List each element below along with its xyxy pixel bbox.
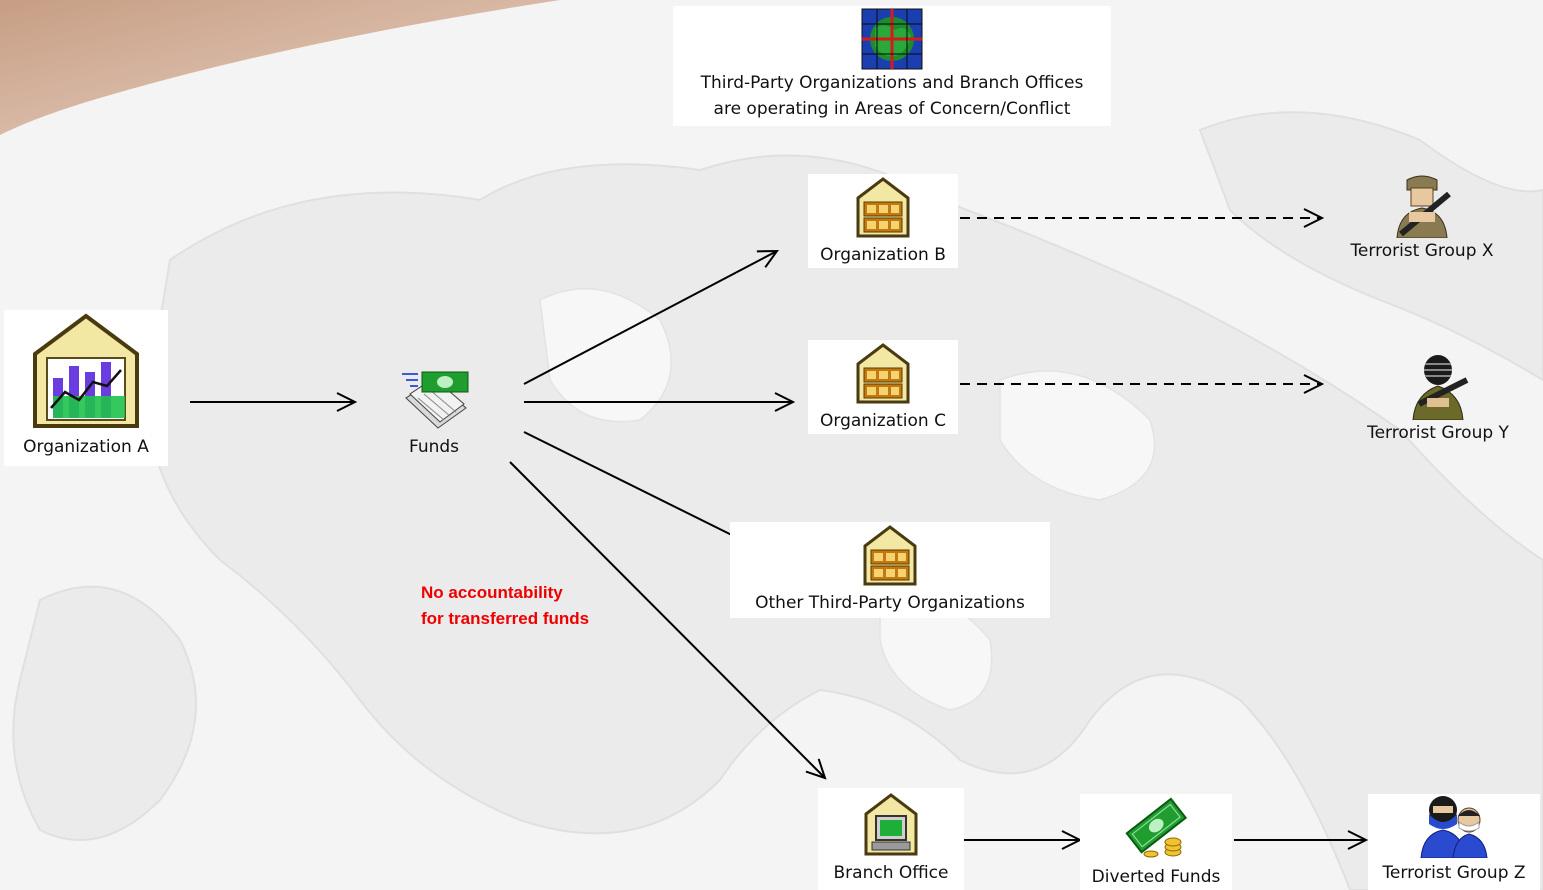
node-organization-b: Organization B xyxy=(808,174,958,268)
branch-office-label: Branch Office xyxy=(833,863,949,883)
arrow-funds-other xyxy=(523,431,762,550)
terrorist-group-z-label: Terrorist Group Z xyxy=(1382,863,1526,883)
node-organization-a: Organization A xyxy=(4,310,168,466)
area-of-concern-header: Third-Party Organizations and Branch Off… xyxy=(673,6,1111,126)
arrow-funds-orgb xyxy=(523,251,777,385)
node-other-third-party: Other Third-Party Organizations xyxy=(730,522,1050,618)
chart-building-icon xyxy=(33,313,139,428)
node-diverted-funds: Diverted Funds xyxy=(1080,794,1232,890)
organization-b-label: Organization B xyxy=(820,245,946,265)
diverted-funds-label: Diverted Funds xyxy=(1091,867,1221,887)
note-line-1: No accountability xyxy=(421,583,563,602)
terrorist-group-y-label: Terrorist Group Y xyxy=(1367,423,1509,443)
organization-c-label: Organization C xyxy=(820,411,946,431)
note-line-2: for transferred funds xyxy=(421,609,590,628)
other-third-party-label: Other Third-Party Organizations xyxy=(755,593,1025,613)
node-terrorist-group-y: Terrorist Group Y xyxy=(1348,354,1528,444)
funds-label: Funds xyxy=(408,437,460,457)
computer-building-icon xyxy=(864,793,918,856)
node-organization-c: Organization C xyxy=(808,340,958,434)
building-icon xyxy=(863,525,917,586)
node-terrorist-group-x: Terrorist Group X xyxy=(1332,172,1512,262)
building-icon xyxy=(856,177,910,238)
masked-gunman-icon xyxy=(1412,355,1469,420)
cash-coins-icon xyxy=(1125,797,1188,858)
masked-group-icon xyxy=(1420,796,1488,858)
node-branch-office: Branch Office xyxy=(818,788,964,890)
node-funds: Funds xyxy=(396,368,472,458)
armed-soldier-icon xyxy=(1396,175,1451,238)
building-icon xyxy=(856,343,910,404)
globe-grid-icon xyxy=(861,8,923,70)
arrow-funds-branch xyxy=(509,461,825,778)
header-line-1: Third-Party Organizations and Branch Off… xyxy=(700,73,1084,93)
node-terrorist-group-z: Terrorist Group Z xyxy=(1368,794,1540,890)
header-line-2: are operating in Areas of Concern/Confli… xyxy=(713,99,1071,119)
organization-a-label: Organization A xyxy=(23,437,149,457)
money-stack-icon xyxy=(402,371,469,429)
terrorist-group-x-label: Terrorist Group X xyxy=(1350,241,1494,261)
accountability-note: No accountability for transferred funds xyxy=(421,580,589,632)
